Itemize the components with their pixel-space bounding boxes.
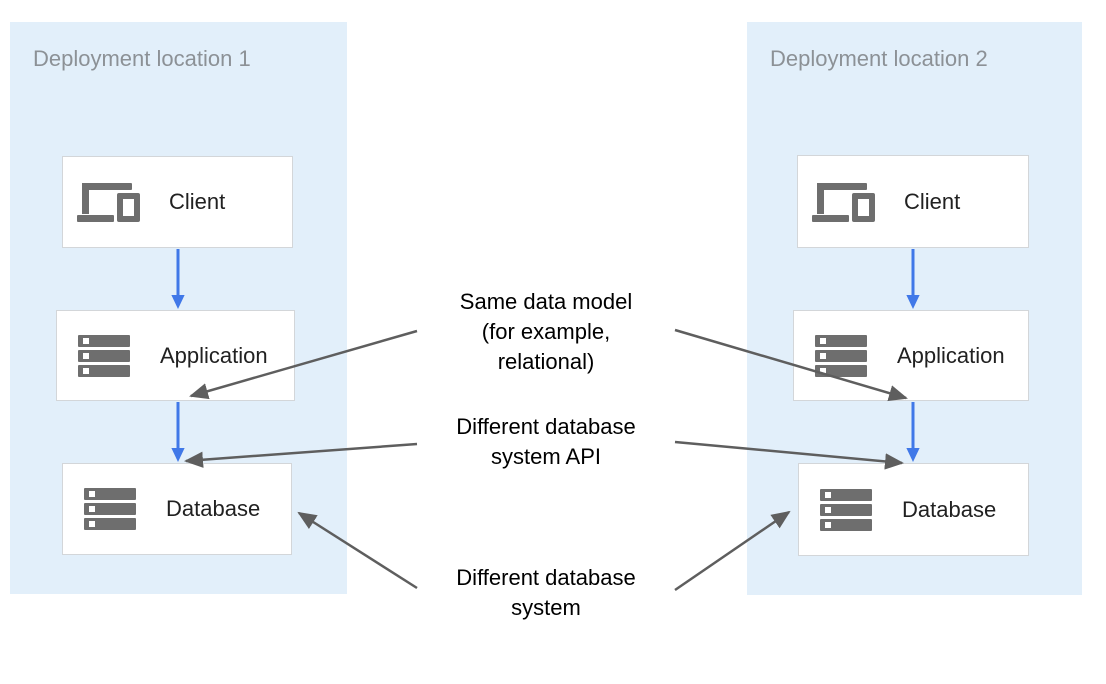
node-label: Client xyxy=(169,189,226,214)
application-node-1: Application xyxy=(56,310,295,401)
annotation-same-data-model: Same data model (for example, relational… xyxy=(416,287,676,377)
panel-2-title: Deployment location 2 xyxy=(770,46,988,71)
annotation-line: Different database xyxy=(456,565,636,590)
client-node-1: Client xyxy=(62,156,293,248)
devices-icon xyxy=(77,182,141,222)
server-stack-icon xyxy=(815,334,867,377)
annotation-line: relational) xyxy=(497,349,595,374)
node-label: Database xyxy=(166,496,261,521)
annotation-line: (for example, xyxy=(481,319,611,344)
deployment-location-2-panel: Deployment location 2 Client xyxy=(747,22,1082,595)
node-label: Client xyxy=(904,188,961,214)
annotation-different-db-system: Different database system xyxy=(416,563,676,623)
devices-icon xyxy=(812,182,876,222)
annotation-line: Different database xyxy=(456,414,636,439)
annotation-line: system xyxy=(511,595,581,620)
server-stack-icon xyxy=(84,488,136,530)
server-stack-icon xyxy=(820,488,872,531)
node-label: Application xyxy=(160,342,268,368)
panel-1-title: Deployment location 1 xyxy=(33,46,251,71)
node-label: Database xyxy=(902,496,997,522)
database-node-1: Database xyxy=(62,463,292,555)
deployment-location-1-panel: Deployment location 1 Client xyxy=(10,22,347,594)
client-node-2: Client xyxy=(797,155,1029,248)
application-node-2: Application xyxy=(793,310,1029,401)
node-label: Application xyxy=(897,342,1005,368)
annotation-line: Same data model xyxy=(459,289,633,314)
database-node-2: Database xyxy=(798,463,1029,556)
annotation-line: system API xyxy=(490,444,602,469)
server-stack-icon xyxy=(78,334,130,377)
annotation-different-db-api: Different database system API xyxy=(416,412,676,472)
